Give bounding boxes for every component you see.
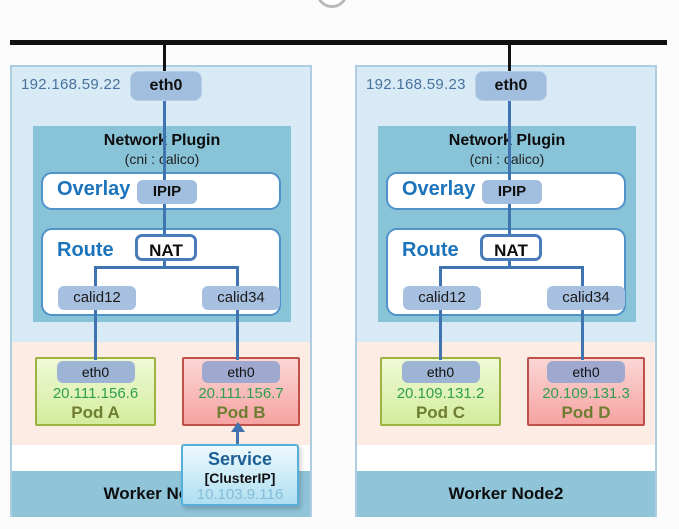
service-box: Service [ClusterIP] 10.103.9.116 — [181, 444, 299, 506]
calid-to-pod-line — [581, 309, 584, 360]
bus-drop-line — [163, 41, 166, 72]
network-plugin-title: Network Plugin — [103, 132, 221, 149]
divider-strip — [357, 445, 655, 471]
ipip-badge: IPIP — [482, 180, 542, 204]
calid-to-pod-line — [236, 309, 239, 360]
node-ip-label: 192.168.59.22 — [21, 76, 121, 93]
calid-to-pod-line — [94, 309, 97, 360]
overlay-panel: Overlay IPIP — [386, 172, 626, 210]
pod-ip-label: 20.109.131.3 — [542, 385, 630, 402]
branch-line — [94, 266, 239, 269]
branch-left-line — [439, 266, 442, 289]
node-ip-label: 192.168.59.23 — [366, 76, 466, 93]
calid12-badge: calid12 — [403, 286, 481, 310]
pod-eth0-badge: eth0 — [547, 361, 625, 383]
network-plugin-subtitle: (cni : calico) — [124, 151, 200, 167]
pod-eth0-badge: eth0 — [56, 361, 135, 383]
node-eth0-badge: eth0 — [475, 71, 547, 101]
overlay-label: Overlay — [402, 178, 476, 200]
pod-name-label: Pod B — [216, 403, 266, 422]
route-panel: Route NAT calid12 calid34 — [41, 228, 281, 316]
nat-stub-line — [163, 256, 166, 268]
overlay-label: Overlay — [57, 178, 131, 200]
bus-drop-line — [508, 41, 511, 72]
pod-name-label: Pod C — [415, 403, 466, 422]
node-eth0-badge: eth0 — [130, 71, 202, 101]
nat-box: NAT — [135, 234, 197, 261]
calid-to-pod-line — [439, 309, 442, 360]
branch-right-line — [236, 266, 239, 289]
route-label: Route — [402, 239, 459, 261]
worker-node-1: 192.168.59.22 eth0 Network Plugin (cni :… — [10, 65, 312, 517]
service-arrow-head — [231, 422, 245, 432]
branch-line — [439, 266, 584, 269]
calid34-badge: calid34 — [547, 286, 625, 310]
overlay-panel: Overlay IPIP — [41, 172, 281, 210]
service-ip-label: 10.103.9.116 — [196, 486, 284, 503]
pod-b-box: eth0 20.111.156.7 Pod B — [182, 357, 300, 426]
pod-ip-label: 20.109.131.2 — [396, 385, 485, 402]
pod-a-box: eth0 20.111.156.6 Pod A — [35, 357, 156, 426]
pod-eth0-badge: eth0 — [202, 361, 280, 383]
calid34-badge: calid34 — [202, 286, 280, 310]
pod-eth0-badge: eth0 — [401, 361, 480, 383]
pod-ip-label: 20.111.156.6 — [52, 385, 139, 402]
nat-box: NAT — [480, 234, 542, 261]
service-type-label: [ClusterIP] — [204, 470, 276, 486]
calid12-badge: calid12 — [58, 286, 136, 310]
route-panel: Route NAT calid12 calid34 — [386, 228, 626, 316]
route-label: Route — [57, 239, 114, 261]
eth-to-nat-line — [508, 96, 511, 235]
network-plugin-box: Network Plugin (cni : calico) Overlay IP… — [33, 126, 291, 322]
pod-ip-label: 20.111.156.7 — [198, 385, 284, 402]
eth-to-nat-line — [163, 96, 166, 235]
network-bus-line — [10, 40, 667, 45]
nat-stub-line — [508, 256, 511, 268]
network-plugin-subtitle: (cni : calico) — [469, 151, 545, 167]
pod-name-label: Pod D — [561, 403, 611, 422]
ipip-badge: IPIP — [137, 180, 197, 204]
partial-circle-icon — [316, 0, 348, 8]
worker-node-footer: Worker Node2 — [357, 471, 655, 517]
pod-c-box: eth0 20.109.131.2 Pod C — [380, 357, 501, 426]
pod-name-label: Pod A — [71, 403, 120, 422]
pod-d-box: eth0 20.109.131.3 Pod D — [527, 357, 645, 426]
branch-right-line — [581, 266, 584, 289]
service-title: Service — [207, 449, 273, 469]
branch-left-line — [94, 266, 97, 289]
service-arrow-shaft — [236, 431, 239, 445]
network-plugin-title: Network Plugin — [448, 132, 566, 149]
worker-node-2: 192.168.59.23 eth0 Network Plugin (cni :… — [355, 65, 657, 517]
network-plugin-box: Network Plugin (cni : calico) Overlay IP… — [378, 126, 636, 322]
